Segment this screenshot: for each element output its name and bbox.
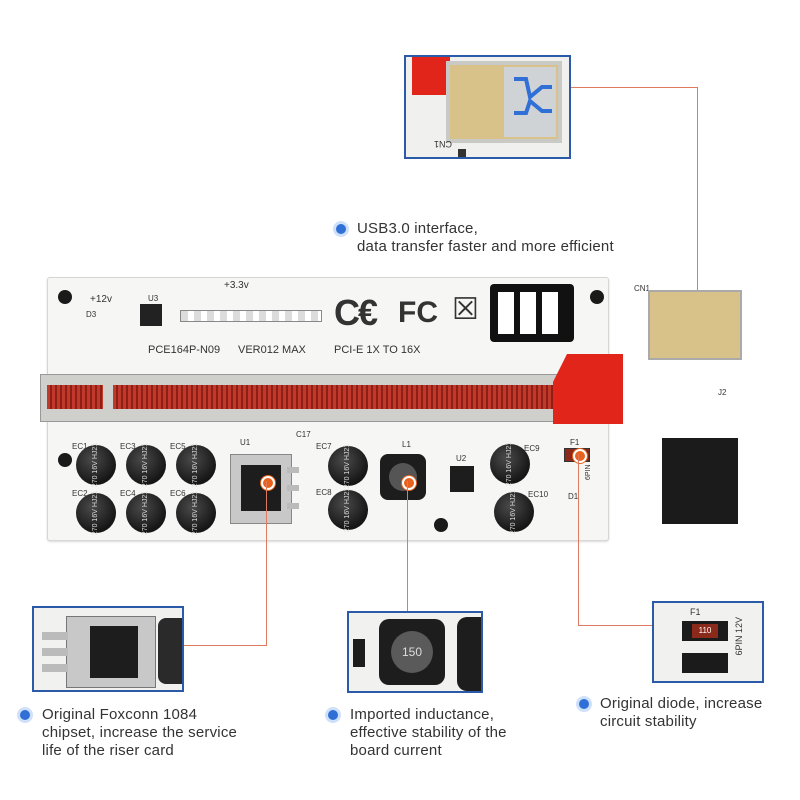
ec5-label: EC5: [170, 442, 186, 451]
diode-leader-h: [578, 625, 652, 626]
c17-label: C17: [296, 430, 311, 439]
model-label: PCE164P-N09: [148, 344, 221, 356]
mount-hole: [434, 518, 448, 532]
capacitor: 270 16V HJ21: [176, 491, 216, 535]
usb-caption-bullet: [336, 224, 346, 234]
capacitor: 270 16V HJ21: [176, 443, 216, 487]
u1-label: U1: [240, 438, 251, 447]
riser-board: +12v D3 U3 +3.3v C€ FC ☒ CN1 PCE164P-N09…: [40, 277, 742, 541]
diode-caption: Original diode, increase circuit stabili…: [600, 695, 762, 731]
usb-connector-inset: CN1: [404, 55, 571, 159]
mount-hole: [590, 290, 604, 304]
ce-logo: C€: [334, 292, 378, 333]
ec1-label: EC1: [72, 442, 88, 451]
inductor-inset: 150: [347, 611, 483, 693]
inductor-leader-v: [407, 481, 408, 611]
u3-chip: [140, 304, 162, 326]
weee-logo: ☒: [452, 293, 479, 326]
chipset-leader-h: [184, 645, 267, 646]
u2-label: U2: [456, 454, 467, 463]
version-label: VER012 MAX: [238, 344, 306, 356]
capacitor: 270 16V HJ21: [126, 491, 166, 535]
u2-chip: [450, 466, 474, 492]
inset-pin-label: 6PIN 12V: [734, 617, 744, 656]
inductance-caption-line3: board current: [350, 742, 442, 759]
j2-label: J2: [718, 388, 727, 397]
chipset-caption: Original Foxconn 1084 chipset, increase …: [42, 706, 237, 760]
ec6-label: EC6: [170, 489, 186, 498]
capacitor: 270 16V HJ21: [76, 443, 116, 487]
diode-leader-dot: [573, 449, 587, 463]
power-connector-6pin: [490, 284, 574, 342]
usb-leader-v: [697, 87, 698, 327]
ec8-label: EC8: [316, 488, 332, 497]
usb-connector-illustration: [406, 57, 569, 157]
diode-inset: F1 110 6PIN 12V: [652, 601, 764, 683]
inset-fuse-value: 110: [692, 624, 718, 638]
mount-hole: [58, 453, 72, 467]
inset-f1-label: F1: [690, 607, 701, 617]
inductance-caption-bullet: [328, 710, 338, 720]
inductance-caption: Imported inductance, effective stability…: [350, 706, 507, 760]
chipset-leader-v: [266, 481, 267, 646]
inductor-l1: [380, 454, 426, 500]
chipset-caption-line3: life of the riser card: [42, 742, 174, 759]
mount-hole: [58, 290, 72, 304]
u3-label: U3: [148, 294, 159, 303]
diode-caption-line2: circuit stability: [600, 713, 697, 730]
usb-leader-h: [571, 87, 698, 88]
inductance-caption-line1: Imported inductance,: [350, 706, 495, 723]
ec7-label: EC7: [316, 442, 332, 451]
ec2-label: EC2: [72, 489, 88, 498]
capacitor: 270 16V HJ21: [494, 490, 534, 534]
inductance-caption-line2: effective stability of the: [350, 724, 507, 741]
usb-caption-line2: data transfer faster and more efficient: [357, 238, 614, 255]
f1-label: F1: [570, 438, 580, 447]
chipset-inset: [32, 606, 184, 692]
chipset-caption-line1: Original Foxconn 1084: [42, 706, 198, 723]
side-power-connector: [662, 438, 738, 524]
ec10-label: EC10: [528, 490, 549, 499]
ec3-label: EC3: [120, 442, 136, 451]
usb-port-board: [648, 290, 742, 360]
capacitor: 270 16V HJ21: [328, 488, 368, 532]
diode-leader-v: [578, 454, 579, 626]
cn1-label: CN1: [634, 284, 651, 293]
capacitor: 270 16V HJ21: [126, 443, 166, 487]
slot-latch: [553, 354, 623, 424]
chipset-leader-dot: [261, 476, 275, 490]
ec4-label: EC4: [120, 489, 136, 498]
ec9-label: EC9: [524, 444, 540, 453]
d3-label: D3: [86, 310, 97, 319]
u1-chip: [230, 454, 299, 524]
fcc-logo: FC: [398, 296, 438, 329]
usb-caption: USB3.0 interface, data transfer faster a…: [357, 220, 614, 256]
inductor-value: 150: [401, 645, 423, 659]
chipset-caption-bullet: [20, 710, 30, 720]
pcie-x16-slot: [40, 374, 602, 422]
l1-label: L1: [402, 440, 411, 449]
usb-caption-line1: USB3.0 interface,: [357, 220, 478, 237]
diode-caption-bullet: [579, 699, 589, 709]
chipset-caption-line2: chipset, increase the service: [42, 724, 238, 741]
capacitor: 270 16V HJ21: [328, 444, 368, 488]
d1-label: D1: [568, 492, 579, 501]
capacitor: 270 16V HJ21: [490, 442, 530, 486]
cn1-inset-label: CN1: [434, 139, 453, 149]
diode-caption-line1: Original diode, increase: [600, 695, 763, 712]
capacitor: 270 16V HJ21: [76, 491, 116, 535]
voltage-12-label: +12v: [90, 294, 112, 305]
inductor-leader-dot: [402, 476, 416, 490]
led-row: [180, 310, 322, 322]
bus-label: PCI-E 1X TO 16X: [334, 344, 421, 356]
voltage-33-label: +3.3v: [224, 280, 249, 291]
